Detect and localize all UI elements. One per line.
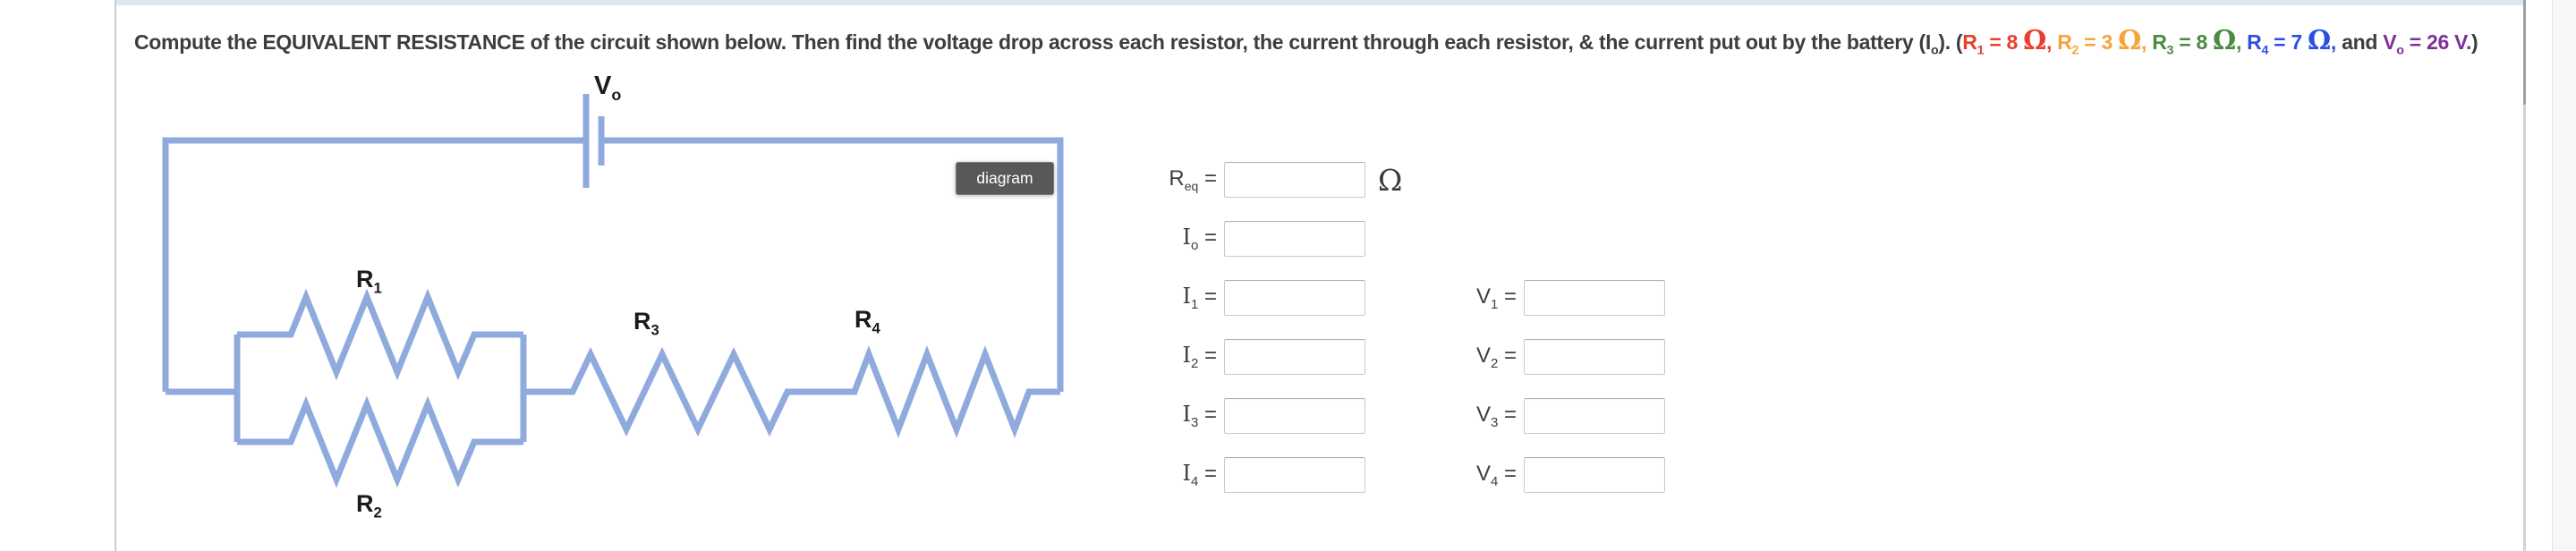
top-accent-bar [116, 0, 2524, 5]
given-v0-value: = 26 V. [2403, 30, 2472, 54]
resistor-r1 [237, 288, 523, 381]
resistor-label-r1: R1 [356, 266, 382, 297]
answer-row-i0: Io = [1145, 220, 1365, 258]
answer-row-i2: I2 = [1145, 338, 1365, 376]
given-r4-sub: 4 [2261, 43, 2269, 58]
circuit-wires [162, 94, 1064, 488]
given-r4-omega: Ω [2308, 24, 2331, 55]
given-r2-value: = 3 [2079, 30, 2119, 54]
separator: , [2330, 30, 2342, 54]
given-r2-omega: Ω [2118, 24, 2141, 55]
i3-label: I3 = [1182, 402, 1217, 430]
i1-input[interactable] [1224, 280, 1365, 316]
v4-label: V4 = [1475, 461, 1517, 489]
answer-row-i1: I1 = [1145, 279, 1365, 317]
i4-input[interactable] [1224, 457, 1365, 493]
wire-left-top [162, 137, 586, 392]
scrollbar-track[interactable] [2523, 0, 2526, 551]
title-emphasis: EQUIVALENT RESISTANCE [262, 30, 525, 54]
given-r3: R [2152, 30, 2167, 54]
answer-row-req: Req = Ω [1145, 161, 1402, 199]
answer-row-i4: I4 = [1145, 456, 1365, 494]
given-r4: R [2247, 30, 2262, 54]
given-r2-sub: 2 [2071, 43, 2079, 58]
given-r1-sub: 1 [1977, 43, 1985, 58]
given-v0-sub: o [2396, 43, 2404, 58]
i4-label: I4 = [1182, 461, 1217, 489]
v1-label: V1 = [1475, 284, 1517, 312]
battery-label: Vo [594, 72, 622, 104]
req-input[interactable] [1224, 162, 1365, 198]
resistor-label-r4: R4 [854, 306, 880, 337]
i0-label: Io = [1182, 225, 1217, 253]
v2-label: V2 = [1475, 343, 1517, 371]
title-text: ) [2471, 30, 2478, 54]
scrollbar-thumb[interactable] [2523, 0, 2526, 105]
answer-row-v2: V2 = [1442, 338, 1665, 376]
resistor-label-r2: R2 [356, 490, 382, 521]
req-label: Req = [1169, 166, 1217, 193]
given-r1-value: = 8 [1984, 30, 2024, 54]
left-page-divider [115, 0, 116, 551]
resistor-r2 [237, 395, 523, 488]
given-r3-omega: Ω [2213, 24, 2236, 55]
wire-top-right [601, 137, 1064, 392]
v4-input[interactable] [1524, 457, 1665, 493]
title-text: of the circuit shown below. Then find th… [524, 30, 1932, 54]
given-r4-value: = 7 [2268, 30, 2308, 54]
i0-input[interactable] [1224, 221, 1365, 257]
given-r1: R [1962, 30, 1977, 54]
title-text: and [2342, 30, 2384, 54]
answer-row-v4: V4 = [1442, 456, 1665, 494]
separator: , [2046, 30, 2058, 54]
title-text: ). ( [1938, 30, 1963, 54]
answer-row-v3: V3 = [1442, 397, 1665, 435]
v3-input[interactable] [1524, 398, 1665, 434]
v3-label: V3 = [1475, 402, 1517, 430]
answer-row-v1: V1 = [1442, 279, 1665, 317]
resistor-r3-r4 [523, 345, 1060, 438]
given-r1-omega: Ω [2023, 24, 2047, 55]
separator: , [2235, 30, 2248, 54]
given-r2: R [2057, 30, 2072, 54]
given-v0: V [2383, 30, 2397, 54]
diagram-tooltip: diagram [956, 162, 1054, 195]
resistor-label-r3: R3 [633, 308, 659, 339]
i1-label: I1 = [1182, 284, 1217, 312]
given-r3-value: = 8 [2173, 30, 2214, 54]
right-side-panel [2552, 0, 2576, 551]
i2-input[interactable] [1224, 339, 1365, 375]
circuit-diagram: Vo R1 R2 R3 R4 diagram [134, 36, 1118, 551]
given-r3-sub: 3 [2166, 43, 2174, 58]
v2-input[interactable] [1524, 339, 1665, 375]
problem-statement: Compute the EQUIVALENT RESISTANCE of the… [134, 27, 2532, 64]
answer-row-i3: I3 = [1145, 397, 1365, 435]
req-unit-omega: Ω [1378, 162, 1403, 198]
title-sub: o [1930, 43, 1939, 58]
i3-input[interactable] [1224, 398, 1365, 434]
title-text: Compute the [134, 30, 263, 54]
i2-label: I2 = [1182, 343, 1217, 371]
separator: , [2141, 30, 2153, 54]
v1-input[interactable] [1524, 280, 1665, 316]
